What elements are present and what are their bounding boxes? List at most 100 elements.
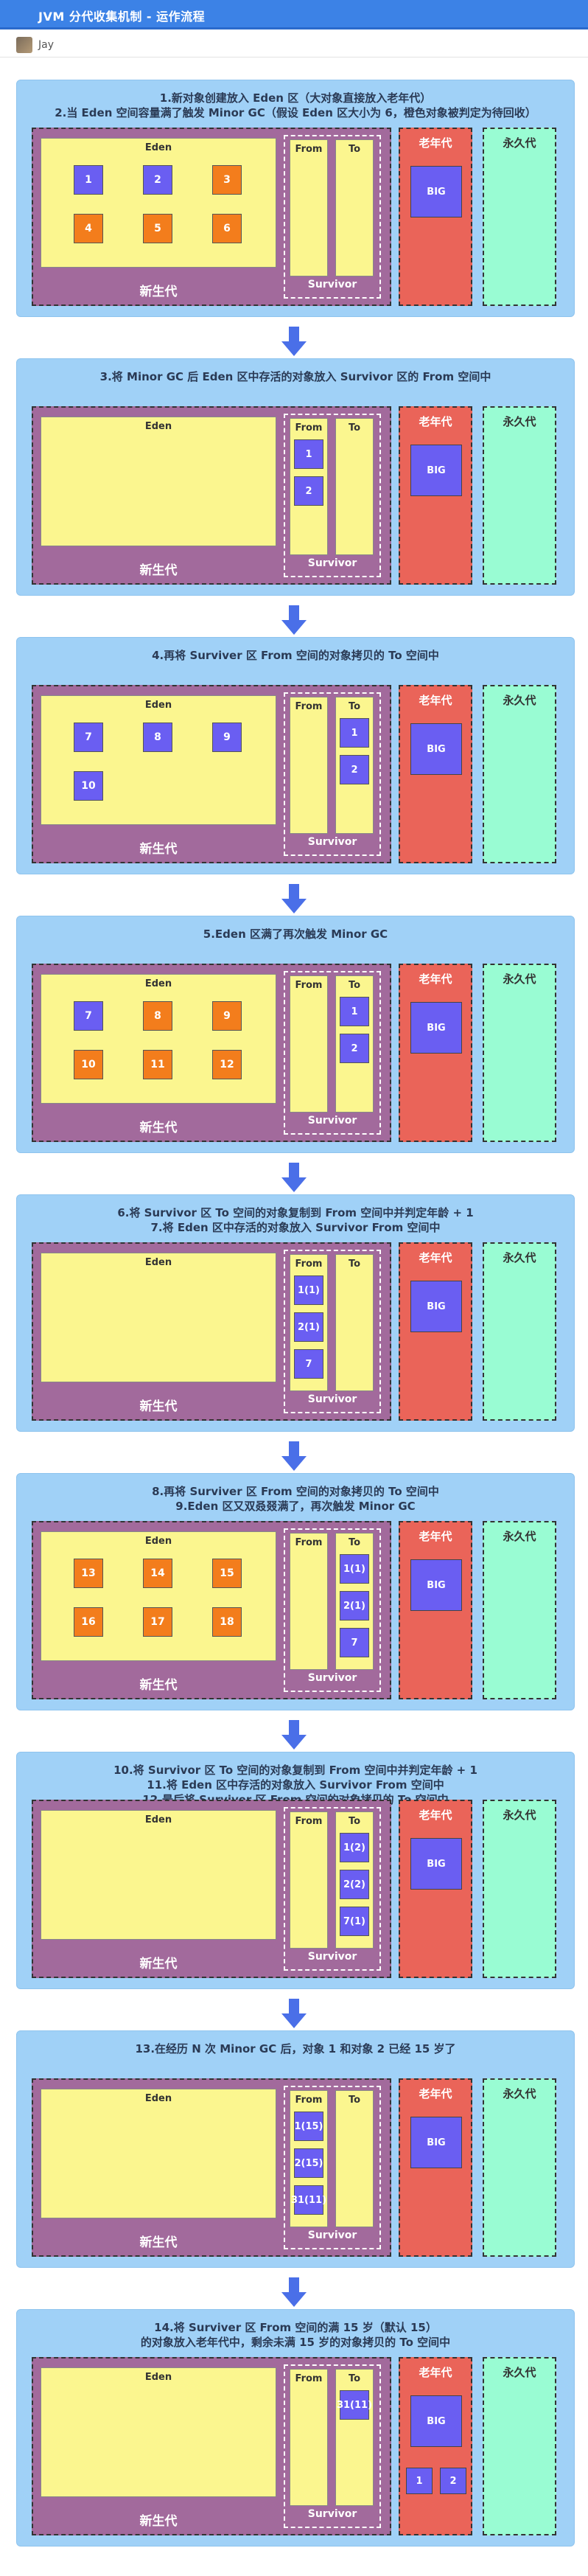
page-title: JVM 分代收集机制 - 运作流程 [38, 10, 206, 24]
down-arrow-icon [281, 327, 307, 356]
survivor-object: 2 [340, 755, 369, 784]
survivor-object: 31(11) [337, 2390, 372, 2420]
permanent-generation-label: 永久代 [503, 972, 536, 986]
from-space: From [290, 1533, 328, 1670]
eden-object: 18 [212, 1607, 242, 1637]
survivor-object: 1(1) [340, 1554, 369, 1584]
permanent-generation: 永久代 [483, 128, 556, 306]
permanent-generation: 永久代 [483, 2078, 556, 2257]
survivor-label: Survivor [307, 2229, 357, 2241]
survivor-object: 1 [340, 997, 369, 1026]
step-caption: 1.新对象创建放入 Eden 区（大对象直接放入老年代）2.当 Eden 空间容… [17, 91, 574, 120]
step-panel: 1.新对象创建放入 Eden 区（大对象直接放入老年代）2.当 Eden 空间容… [16, 80, 575, 317]
from-label: From [295, 2095, 323, 2106]
eden-object: 12 [212, 1050, 242, 1079]
eden-label: Eden [144, 700, 172, 711]
author-name: Jay [38, 39, 54, 51]
big-object: BIG [410, 1559, 462, 1611]
to-space: To [335, 139, 374, 276]
eden-object: 10 [74, 1050, 103, 1079]
survivor-object: 1(1) [294, 1275, 323, 1305]
survivor-object: 1(15) [294, 2112, 323, 2141]
survivor-object: 1(2) [340, 1833, 369, 1862]
step-caption: 6.将 Survivor 区 To 空间的对象复制到 From 空间中并判定年龄… [17, 1205, 574, 1235]
from-label: From [295, 1816, 323, 1827]
new-generation-label: 新生代 [139, 1121, 178, 1135]
from-label: From [295, 980, 323, 991]
eden-object: 2 [143, 165, 172, 195]
avatar [16, 37, 32, 53]
survivor-object: 2 [294, 476, 323, 506]
survivor-object: 2(15) [294, 2148, 323, 2178]
step-panel: 6.将 Survivor 区 To 空间的对象复制到 From 空间中并判定年龄… [16, 1194, 575, 1432]
eden-label: Eden [144, 421, 172, 432]
to-label: To [348, 2095, 361, 2106]
survivor-object: 2 [340, 1034, 369, 1063]
permanent-generation: 永久代 [483, 2357, 556, 2535]
from-space: From [290, 697, 328, 834]
eden-object: 9 [212, 723, 242, 752]
old-generation-label: 老年代 [419, 694, 452, 707]
eden-object: 3 [212, 165, 242, 195]
big-object: BIG [410, 2117, 462, 2168]
to-space: To [335, 418, 374, 555]
permanent-generation: 永久代 [483, 1521, 556, 1699]
caption-line: 14.将 Surviver 区 From 空间的满 15 岁（默认 15） [154, 2321, 437, 2334]
down-arrow-icon [281, 1999, 307, 2028]
survivor-label: Survivor [307, 1951, 357, 1963]
survivor-object: 7 [294, 1349, 323, 1379]
caption-line: 2.当 Eden 空间容量满了触发 Minor GC（假设 Eden 区大小为 … [55, 106, 536, 119]
eden-space: Eden [41, 2089, 276, 2218]
caption-line: 3.将 Minor GC 后 Eden 区中存活的对象放入 Survivor 区… [99, 370, 491, 383]
from-label: From [295, 701, 323, 712]
step-panel: 13.在经历 N 次 Minor GC 后，对象 1 和对象 2 已经 15 岁… [16, 2030, 575, 2268]
survivor-label: Survivor [307, 2508, 357, 2520]
eden-object: 16 [74, 1607, 103, 1637]
old-generation-label: 老年代 [419, 1251, 452, 1264]
survivor-label: Survivor [307, 1115, 357, 1127]
caption-line: 5.Eden 区满了再次触发 Minor GC [203, 927, 388, 941]
survivor-label: Survivor [307, 557, 357, 569]
eden-label: Eden [144, 978, 172, 989]
eden-object: 6 [212, 214, 242, 243]
permanent-generation-label: 永久代 [503, 1809, 536, 1822]
step-panel: 10.将 Survivor 区 To 空间的对象复制到 From 空间中并判定年… [16, 1752, 575, 1989]
old-generation-label: 老年代 [419, 415, 452, 428]
eden-object: 15 [212, 1559, 242, 1588]
eden-object: 17 [143, 1607, 172, 1637]
permanent-generation: 永久代 [483, 1242, 556, 1421]
eden-object: 4 [74, 214, 103, 243]
eden-label: Eden [144, 2093, 172, 2104]
big-object: BIG [410, 2395, 462, 2447]
permanent-generation-label: 永久代 [503, 694, 536, 707]
survivor-object: 2(1) [340, 1591, 369, 1621]
new-generation-label: 新生代 [139, 2235, 178, 2250]
new-generation-label: 新生代 [139, 563, 178, 578]
permanent-generation: 永久代 [483, 406, 556, 585]
